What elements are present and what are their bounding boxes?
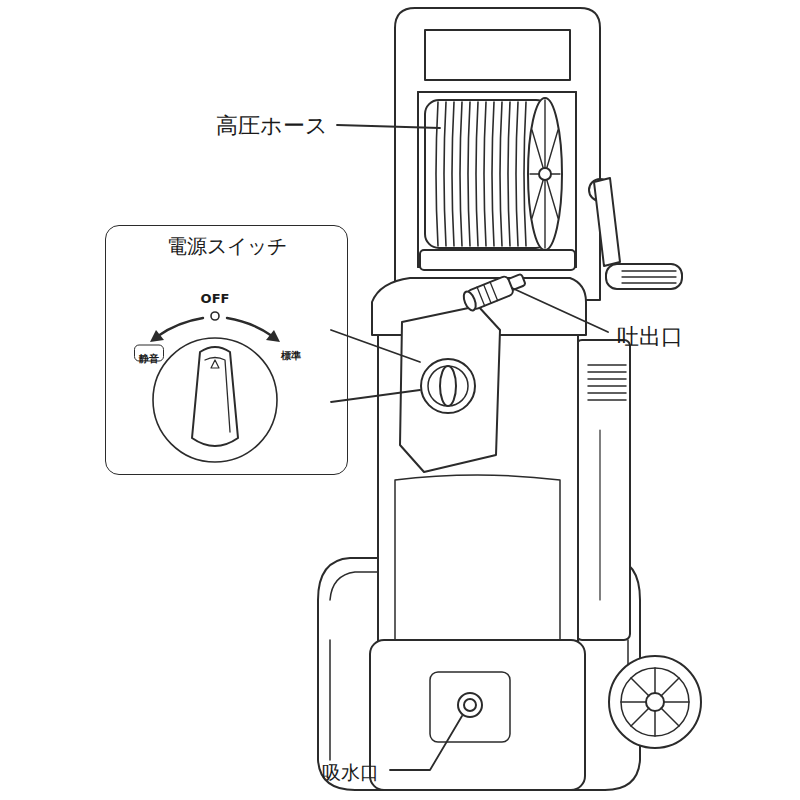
- reel-crank: [622, 271, 676, 283]
- handle-frame: [395, 8, 600, 300]
- outlet-port: [461, 290, 478, 312]
- wheel: [621, 668, 689, 736]
- inlet-port: [464, 699, 476, 711]
- switch-panel: [421, 359, 475, 413]
- reel-crank: [606, 264, 682, 289]
- hose-reel: [539, 168, 551, 180]
- dial-symbol: [150, 312, 280, 462]
- part-label: 吸水口: [322, 761, 379, 784]
- wheel: [609, 656, 701, 748]
- leader-line: [512, 288, 608, 332]
- reel-crank: [589, 178, 682, 289]
- reel-crank: [594, 178, 620, 266]
- dial-symbol: [153, 338, 277, 462]
- dial-symbol: [150, 330, 164, 342]
- handle-frame: [418, 92, 576, 267]
- outlet-port: [477, 282, 497, 306]
- dial-symbol: [205, 358, 230, 433]
- handle-frame: [395, 8, 600, 300]
- hose-reel: [528, 98, 562, 250]
- hose-reel: [436, 102, 526, 246]
- part-label: 吐出口: [617, 324, 683, 350]
- hose-reel: [530, 100, 560, 248]
- mode-name: 静音: [139, 353, 159, 366]
- side-panel: [576, 340, 630, 640]
- hose-reel: [420, 250, 575, 270]
- leader-line: [331, 125, 608, 770]
- inlet-port: [458, 693, 482, 717]
- handle-frame: [418, 92, 576, 267]
- dial-symbol: [158, 318, 203, 336]
- leader-line: [390, 716, 462, 770]
- base-front: [330, 640, 628, 760]
- base-front: [370, 640, 585, 790]
- dial-symbol: [266, 330, 280, 342]
- callout-inset: 電源スイッチ静音: [105, 225, 348, 475]
- switch-panel: [440, 366, 456, 406]
- side-panel: [599, 430, 600, 600]
- wheel: [609, 656, 701, 748]
- leader-line: [331, 390, 420, 402]
- side-panel: [588, 365, 626, 400]
- part-label: 標準: [281, 350, 301, 362]
- switch-panel: [400, 306, 500, 472]
- side-panel: [576, 340, 630, 640]
- dial-symbol: [211, 312, 219, 320]
- part-label: 高圧ホース: [216, 113, 328, 139]
- part-label: OFF: [201, 291, 230, 307]
- base-front: [430, 672, 510, 742]
- main-body: [395, 475, 560, 650]
- inlet-port: [458, 693, 482, 717]
- switch-panel: [400, 306, 500, 472]
- wheel: [621, 668, 689, 736]
- dial-symbol: [227, 318, 272, 336]
- switch-panel: [428, 366, 468, 406]
- dial-symbol: [211, 360, 219, 368]
- hose-reel: [420, 98, 575, 270]
- inset-heading: 電源スイッチ: [106, 234, 347, 259]
- dial-symbol: [192, 347, 238, 446]
- mode-tag: 静音: [134, 345, 164, 362]
- leader-line: [331, 330, 420, 362]
- leader-line: [337, 125, 440, 128]
